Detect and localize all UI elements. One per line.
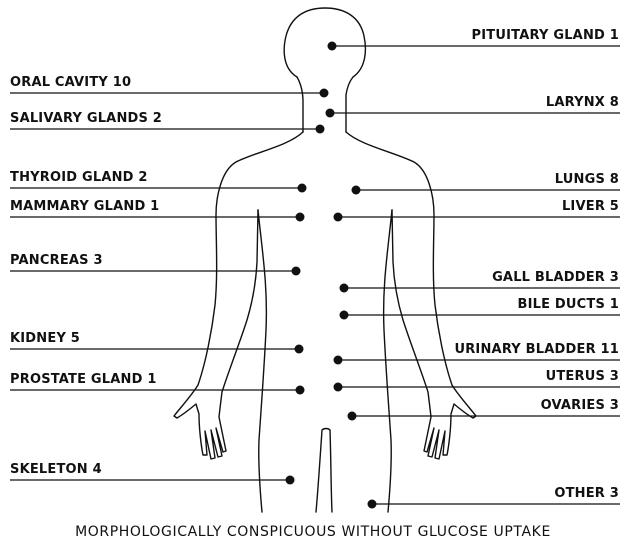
dot-pituitary-gland (328, 42, 337, 51)
label-pituitary-gland: PITUITARY GLAND 1 (472, 28, 619, 43)
dot-ovaries (348, 412, 357, 421)
diagram-caption: MORPHOLOGICALLY CONSPICUOUS WITHOUT GLUC… (75, 524, 551, 540)
label-urinary-bladder: URINARY BLADDER 11 (454, 342, 619, 357)
label-bile-ducts: BILE DUCTS 1 (517, 297, 619, 312)
dot-oral-cavity (320, 89, 329, 98)
dot-mammary-gland (296, 213, 305, 222)
label-lungs: LUNGS 8 (555, 172, 619, 187)
dot-skeleton (286, 476, 295, 485)
dot-prostate-gland (296, 386, 305, 395)
label-mammary-gland: MAMMARY GLAND 1 (10, 199, 159, 214)
label-pancreas: PANCREAS 3 (10, 253, 103, 268)
right-labels: PITUITARY GLAND 1 LARYNX 8 LUNGS 8 LIVER… (454, 28, 619, 501)
dot-pancreas (292, 267, 301, 276)
dot-thyroid-gland (298, 184, 307, 193)
label-thyroid-gland: THYROID GLAND 2 (10, 170, 148, 185)
left-leaders (10, 93, 324, 480)
dot-bile-ducts (340, 311, 349, 320)
organ-dots (286, 42, 377, 509)
left-labels: ORAL CAVITY 10 SALIVARY GLANDS 2 THYROID… (10, 75, 162, 477)
label-larynx: LARYNX 8 (546, 95, 619, 110)
dot-liver (334, 213, 343, 222)
label-salivary-glands: SALIVARY GLANDS 2 (10, 111, 162, 126)
dot-salivary-glands (316, 125, 325, 134)
label-gall-bladder: GALL BLADDER 3 (492, 270, 619, 285)
dot-lungs (352, 186, 361, 195)
label-kidney: KIDNEY 5 (10, 331, 80, 346)
dot-larynx (326, 109, 335, 118)
dot-other (368, 500, 377, 509)
human-body-outline (174, 8, 476, 512)
label-skeleton: SKELETON 4 (10, 462, 102, 477)
label-other: OTHER 3 (554, 486, 619, 501)
label-prostate-gland: PROSTATE GLAND 1 (10, 372, 157, 387)
label-ovaries: OVARIES 3 (541, 398, 619, 413)
label-liver: LIVER 5 (562, 199, 619, 214)
dot-uterus (334, 383, 343, 392)
label-uterus: UTERUS 3 (546, 369, 619, 384)
label-oral-cavity: ORAL CAVITY 10 (10, 75, 131, 90)
dot-kidney (295, 345, 304, 354)
dot-urinary-bladder (334, 356, 343, 365)
dot-gall-bladder (340, 284, 349, 293)
